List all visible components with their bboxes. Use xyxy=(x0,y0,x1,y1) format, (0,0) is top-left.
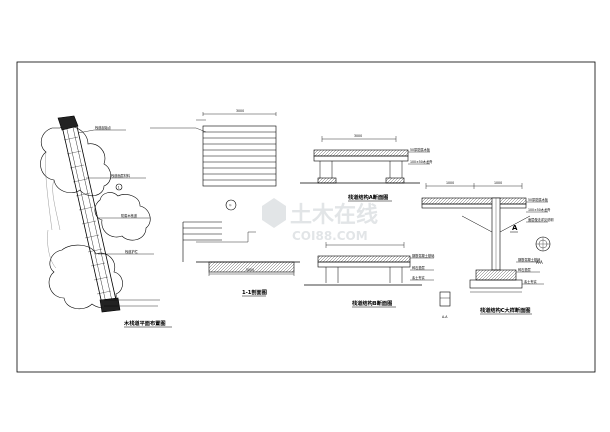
watermark-logo xyxy=(262,198,286,228)
section-1-1-dim: 5000 xyxy=(246,268,254,272)
section-c-note-6: 素土夯实 xyxy=(524,279,537,284)
section-1-1-title: 1-1剖面图 xyxy=(242,288,267,296)
drawing-frame xyxy=(16,61,596,373)
section-c-dim-left: 1000 xyxy=(446,181,454,185)
section-b-view xyxy=(304,242,434,286)
section-a-view xyxy=(300,136,430,184)
watermark: 土木在线 COI88.COM xyxy=(262,198,378,243)
aa-detail xyxy=(535,236,551,252)
section-a-top-dim: 3000 xyxy=(354,134,362,138)
section-a-title: 栈道结构A断面图 xyxy=(348,193,388,201)
post-detail-label: A-A xyxy=(442,315,448,319)
watermark-main: 土木在线 xyxy=(290,202,378,228)
section-c-note-1: 50厚防腐木板 xyxy=(528,197,549,202)
callout-2-symbol xyxy=(225,199,237,211)
section-b-note-3: 素土夯实 xyxy=(412,275,425,280)
watermark-sub: COI88.COM xyxy=(292,229,368,243)
plan-title: 木栈道平面布置图 xyxy=(123,319,166,327)
section-a-note-1: 50厚防腐木板 xyxy=(410,147,431,152)
callout-2-mark: ① xyxy=(229,204,232,208)
plank-top-dim: 3000 xyxy=(236,109,244,113)
plan-note-4: 栈道护栏 xyxy=(125,249,139,254)
plan-note-2: 栈道面层材料 xyxy=(111,173,131,178)
section-c-title: 栈道结构C大样断面图 xyxy=(480,306,531,314)
section-1-1-view xyxy=(182,221,300,276)
callout-1-mark: 1 xyxy=(118,185,120,189)
section-c-dim-right: 1000 xyxy=(494,181,502,185)
section-b-note-2: 碎石垫层 xyxy=(412,265,425,270)
section-a-note-2: 100×50木龙骨 xyxy=(410,159,432,164)
section-b-title: 栈道结构B断面图 xyxy=(352,299,392,307)
section-c-note-4: 钢筋混凝土基础 xyxy=(518,257,540,262)
boardwalk-plan-view xyxy=(40,115,151,313)
plan-note-1: 栈道起始点 xyxy=(95,125,112,130)
section-c-view xyxy=(421,183,548,293)
plan-leader-lines xyxy=(77,129,160,307)
section-b-note-1: 钢筋混凝土基础 xyxy=(412,253,434,258)
aa-detail-label: A-A xyxy=(536,260,543,265)
plan-note-3: 防腐木栈道 xyxy=(121,213,138,218)
section-c-note-5: 碎石垫层 xyxy=(518,267,531,272)
post-detail xyxy=(439,291,451,307)
plank-plan-view xyxy=(150,112,277,187)
section-a-marker: A xyxy=(512,224,518,232)
section-c-note-3: 面层做法详见说明 xyxy=(528,217,554,222)
section-c-note-2: 100×50木龙骨 xyxy=(528,207,550,212)
